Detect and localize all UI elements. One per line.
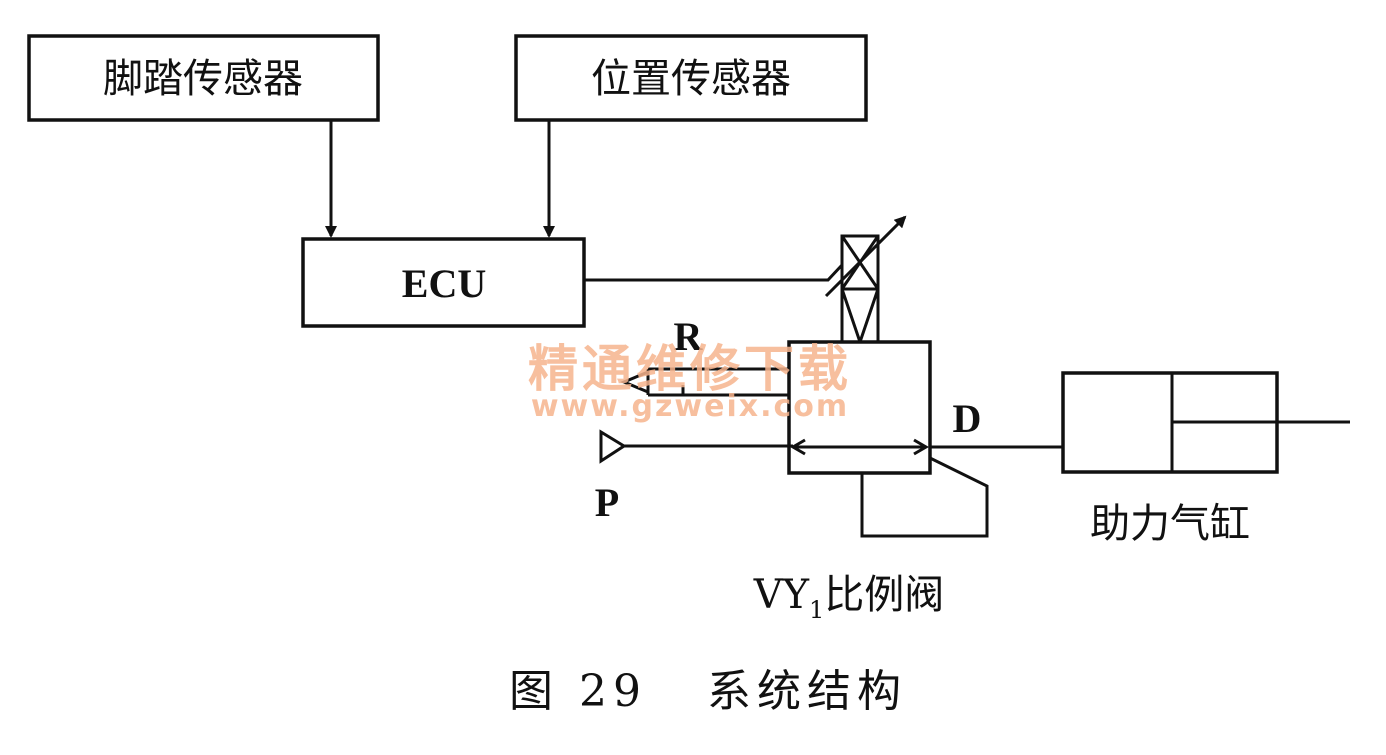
port-r: R — [620, 314, 790, 397]
valve-label-prefix: VY — [753, 572, 810, 618]
figure-caption: 图 29 系统结构 — [509, 666, 907, 717]
ecu-control-line — [584, 263, 844, 282]
supply-port-symbol — [599, 429, 627, 464]
variable-adjust-arrow — [824, 215, 907, 298]
position-sensor-label: 位置传感器 — [591, 56, 791, 102]
ecu-block: ECU — [301, 237, 586, 328]
valve-label-subscript: 1 — [809, 596, 824, 624]
proportional-solenoid — [824, 215, 907, 344]
port-r-label: R — [674, 314, 704, 359]
pedal-sensor-block: 脚踏传感器 — [27, 34, 380, 122]
booster-cylinder: 助力气缸 — [1061, 371, 1350, 547]
proportional-valve-body — [787, 340, 989, 538]
valve-label: VY1比例阀 — [753, 572, 945, 624]
watermark: 精通维修下载 www.gzweix.com — [528, 340, 852, 424]
port-p: P — [595, 429, 793, 525]
watermark-title: 精通维修下载 — [528, 340, 852, 398]
port-p-label: P — [595, 480, 619, 525]
port-d-label: D — [953, 396, 982, 441]
position-sensor-block: 位置传感器 — [514, 34, 868, 122]
cylinder-label: 助力气缸 — [1090, 501, 1250, 547]
valve-label-suffix: 比例阀 — [824, 572, 944, 618]
watermark-url: www.gzweix.com — [531, 389, 849, 424]
port-d: D — [930, 396, 1063, 449]
pedal-sensor-label: 脚踏传感器 — [103, 56, 303, 102]
ecu-label: ECU — [402, 261, 486, 306]
